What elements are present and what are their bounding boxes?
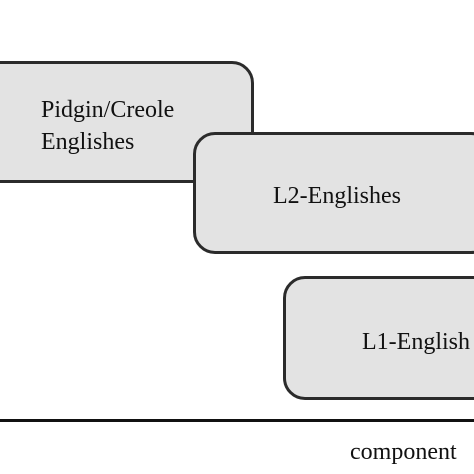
axis-line — [0, 419, 474, 422]
pidgin-creole-label-line2: Englishes — [41, 129, 135, 155]
l2-englishes-label: L2-Englishes — [273, 183, 401, 209]
l1-english-box: L1-English — [283, 276, 474, 400]
pidgin-creole-englishes-label: Pidgin/Creole Englishes — [41, 94, 241, 158]
pidgin-creole-label-line1: Pidgin/Creole — [41, 97, 175, 123]
pidgin-creole-englishes-box: Pidgin/Creole Englishes — [0, 61, 254, 183]
axis-label: component — [350, 439, 457, 465]
l2-englishes-box: L2-Englishes — [193, 132, 474, 254]
l1-english-label: L1-English — [362, 329, 470, 355]
